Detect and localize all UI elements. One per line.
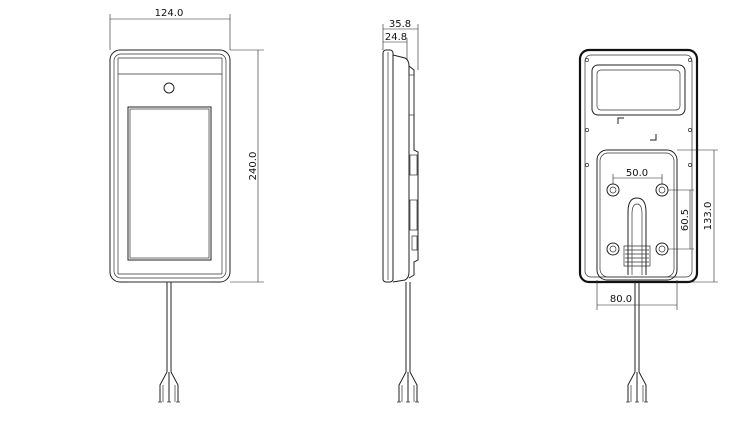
side-front-shell bbox=[382, 49, 394, 283]
front-height-label: 240.0 bbox=[248, 152, 259, 181]
cable-clamp-grip bbox=[625, 249, 649, 263]
screw-lower-left-icon bbox=[585, 163, 589, 167]
front-screen-inner bbox=[129, 108, 210, 259]
side-bracket-upper bbox=[409, 154, 418, 176]
front-body-inner bbox=[113, 53, 227, 279]
back-corner-mark-right bbox=[650, 134, 657, 141]
back-housing-inner bbox=[584, 54, 693, 278]
back-window-inner bbox=[596, 69, 681, 111]
mount-plate bbox=[596, 149, 678, 281]
screw-mid-left-icon bbox=[585, 128, 589, 132]
side-button bbox=[408, 74, 415, 116]
front-cable-wire-inner bbox=[162, 385, 176, 402]
plate-width-label: 80.0 bbox=[610, 294, 632, 305]
front-view: 124.0 240.0 bbox=[109, 8, 264, 403]
side-cable-wires bbox=[398, 371, 418, 402]
hole-spacing-x-label: 50.0 bbox=[626, 168, 648, 179]
back-corner-mark-left bbox=[617, 117, 624, 124]
screw-top-right-icon bbox=[688, 58, 692, 62]
cable-slot-inner bbox=[631, 203, 643, 275]
hole-spacing-y-label: 60.5 bbox=[680, 209, 691, 231]
mount-hole-top-left bbox=[606, 183, 620, 197]
back-view: 50.0 60.5 133.0 80.0 bbox=[578, 48, 718, 403]
front-screen bbox=[127, 106, 212, 261]
side-bracket-lower bbox=[409, 199, 418, 231]
front-camera-icon bbox=[163, 82, 175, 94]
side-inner-depth-label: 24.8 bbox=[385, 32, 407, 43]
mount-hole-top-right bbox=[655, 183, 669, 197]
back-window-outer bbox=[591, 64, 686, 116]
screw-top-left-icon bbox=[585, 58, 589, 62]
mount-hole-bottom-left bbox=[606, 242, 620, 256]
cable-slot-outer bbox=[627, 197, 647, 275]
side-view: 35.8 24.8 bbox=[382, 19, 419, 403]
back-housing-outer bbox=[578, 48, 699, 284]
side-cable-wire-inner bbox=[401, 385, 415, 402]
front-width-label: 124.0 bbox=[155, 8, 184, 19]
side-back-shell bbox=[392, 54, 410, 283]
back-cable-wire-inner bbox=[630, 385, 644, 402]
mount-plate-inner bbox=[599, 152, 675, 278]
side-depth-label: 35.8 bbox=[389, 19, 411, 30]
back-cable-wires bbox=[627, 371, 647, 402]
side-bracket-tab bbox=[411, 235, 418, 251]
plate-height-label: 133.0 bbox=[703, 202, 714, 231]
screw-lower-right-icon bbox=[688, 163, 692, 167]
front-cable-wires bbox=[159, 371, 179, 402]
cable-clamp bbox=[623, 245, 651, 267]
screw-mid-right-icon bbox=[688, 128, 692, 132]
mount-hole-bottom-right bbox=[655, 242, 669, 256]
